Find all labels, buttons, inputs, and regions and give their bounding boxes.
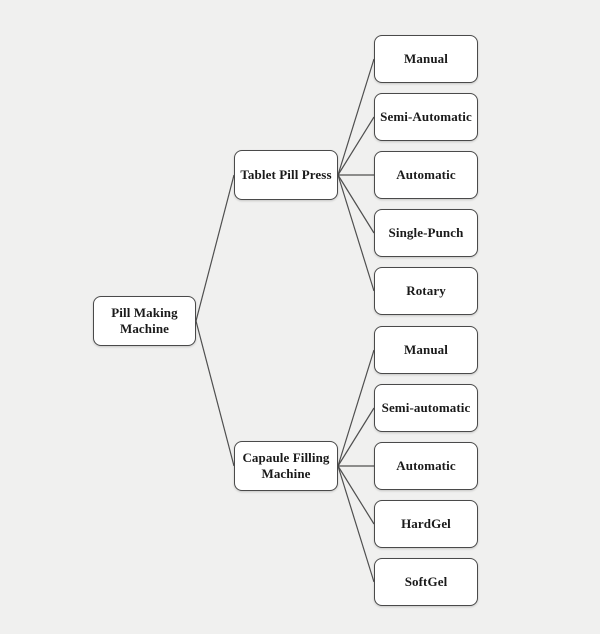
connector-line-capaule-semi-automatic <box>337 407 375 467</box>
connector-line-root-capaule <box>195 320 235 467</box>
node-label: Capaule Filling Machine <box>242 450 330 481</box>
root-node-pill-making-machine: Pill Making Machine <box>93 296 196 346</box>
connector-line-tablet-semi-automatic <box>337 116 375 176</box>
node-label: Manual <box>404 342 448 358</box>
node-label: Semi-automatic <box>381 400 471 416</box>
node-label: Manual <box>404 51 448 67</box>
node-label: Automatic <box>396 167 456 183</box>
leaf-node-capaule-softgel: SoftGel <box>374 558 478 606</box>
connector-line-tablet-single-punch <box>337 174 375 234</box>
node-label: SoftGel <box>404 574 448 590</box>
leaf-node-tablet-rotary: Rotary <box>374 267 478 315</box>
connector-line-capaule-softgel <box>337 465 375 583</box>
branch-node-tablet-pill-press: Tablet Pill Press <box>234 150 338 200</box>
leaf-node-capaule-automatic: Automatic <box>374 442 478 490</box>
node-label: Automatic <box>396 458 456 474</box>
leaf-node-capaule-semi-automatic: Semi-automatic <box>374 384 478 432</box>
leaf-node-tablet-manual: Manual <box>374 35 478 83</box>
node-label: HardGel <box>401 516 451 532</box>
node-label: Semi-Automatic <box>380 109 472 125</box>
connector-line-root-tablet <box>195 174 235 322</box>
node-label: Tablet Pill Press <box>240 167 332 183</box>
leaf-node-tablet-single-punch: Single-Punch <box>374 209 478 257</box>
connector-line-tablet-manual <box>337 58 375 176</box>
branch-node-capaule-filling-machine: Capaule Filling Machine <box>234 441 338 491</box>
leaf-node-capaule-hardgel: HardGel <box>374 500 478 548</box>
connector-line-capaule-hardgel <box>337 465 375 525</box>
leaf-node-tablet-automatic: Automatic <box>374 151 478 199</box>
connector-line-tablet-rotary <box>337 174 375 292</box>
leaf-node-capaule-manual: Manual <box>374 326 478 374</box>
connector-line-capaule-manual <box>337 349 375 467</box>
node-label: Rotary <box>406 283 446 299</box>
node-label: Pill Making Machine <box>111 305 178 336</box>
node-label: Single-Punch <box>388 225 464 241</box>
leaf-node-tablet-semi-automatic: Semi-Automatic <box>374 93 478 141</box>
